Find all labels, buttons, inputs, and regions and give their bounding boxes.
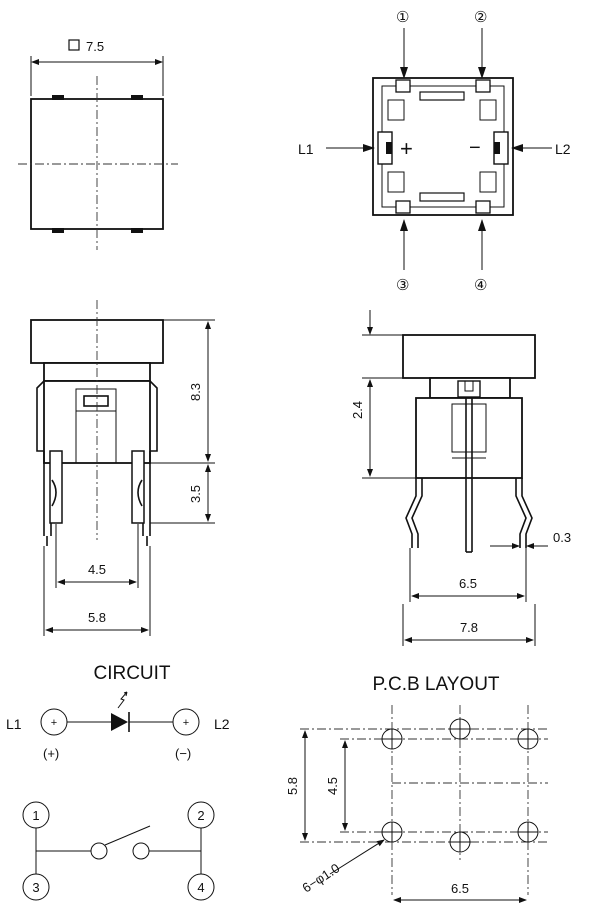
- pin-2-label: ②: [474, 9, 487, 26]
- top-view: 7.5: [18, 39, 178, 250]
- switch-contact-right: [132, 842, 150, 860]
- pin-4-label: ④: [474, 277, 487, 294]
- svg-text:1: 1: [32, 808, 39, 823]
- side-view: 2.4 0.3 6.5 7.8: [350, 310, 571, 646]
- pin-1-label: ①: [396, 9, 409, 26]
- side-housing: [415, 397, 523, 479]
- hole-size-label: 6−φ1.0: [299, 860, 342, 895]
- hole-callout-leader: [329, 839, 385, 875]
- height-label: 8.3: [188, 383, 203, 401]
- led-symbol: [111, 713, 128, 731]
- svg-text:+: +: [51, 717, 57, 729]
- plus-polarity: (+): [43, 746, 59, 761]
- side-inner-width-label: 6.5: [459, 576, 477, 591]
- pcb-width-label: 6.5: [451, 881, 469, 896]
- svg-text:3: 3: [32, 880, 39, 895]
- pin-view: ① ② + − L1 L2 ③ ④: [298, 9, 571, 294]
- plus-sign: +: [400, 136, 413, 161]
- outer-width-label: 5.8: [88, 610, 106, 625]
- inner-width-label: 4.5: [88, 562, 106, 577]
- switch-contact-left: [90, 842, 108, 860]
- lead-thickness-label: 0.3: [553, 530, 571, 545]
- side-outer-width-label: 7.8: [460, 620, 478, 635]
- pin-3-label: ③: [396, 277, 409, 294]
- svg-text:4: 4: [197, 880, 204, 895]
- svg-text:2: 2: [197, 808, 204, 823]
- l2-label: L2: [555, 141, 571, 157]
- pcb-inner-height-label: 4.5: [325, 777, 340, 795]
- pcb-height-label: 5.8: [285, 777, 300, 795]
- circuit-l1-label: L1: [6, 716, 22, 732]
- top-size-label: 7.5: [86, 39, 104, 54]
- minus-polarity: (−): [175, 746, 191, 761]
- circuit-l2-label: L2: [214, 716, 230, 732]
- pcb-layout: P.C.B LAYOUT 5.8 4.5 6−φ1.0 6.5: [285, 674, 548, 903]
- circuit-title: CIRCUIT: [93, 663, 170, 684]
- front-view: 8.3 3.5 4.5 5.8: [30, 300, 215, 636]
- side-cap: [402, 334, 536, 379]
- lead-length-label: 3.5: [188, 485, 203, 503]
- stem-height-label: 2.4: [350, 401, 365, 419]
- circuit-diagram: CIRCUIT L1 L2 + + (+) (−) 1 2 3 4: [6, 663, 230, 901]
- square-symbol: [68, 39, 80, 51]
- minus-sign: −: [469, 137, 481, 159]
- l1-label: L1: [298, 141, 314, 157]
- svg-text:+: +: [183, 717, 189, 729]
- pcb-title: P.C.B LAYOUT: [372, 674, 499, 695]
